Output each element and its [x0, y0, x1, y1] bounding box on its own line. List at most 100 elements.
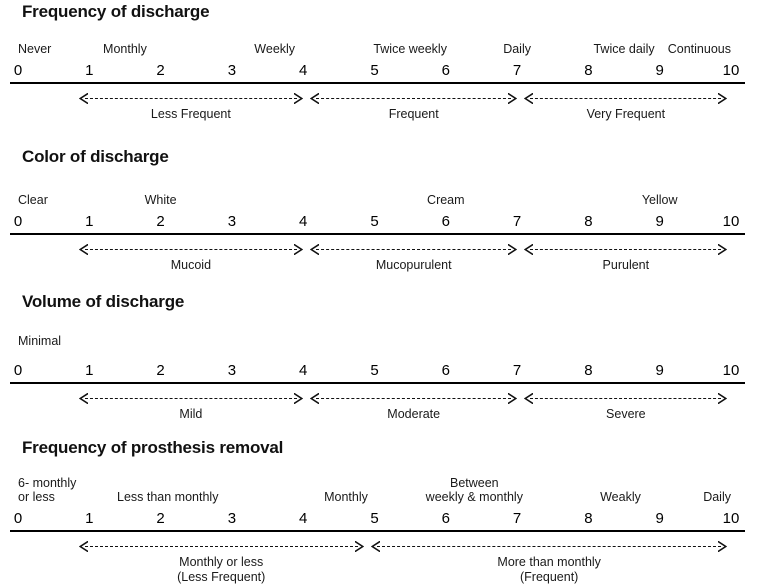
tick-label-0[interactable]: 0 [13, 510, 23, 527]
arrow-right-head-icon [718, 93, 728, 104]
tick-label-4[interactable]: 4 [299, 213, 308, 230]
tick-label-5[interactable]: 5 [370, 362, 379, 379]
anchor-label: Weekly [254, 42, 296, 56]
tick-label-2[interactable]: 2 [156, 510, 165, 527]
tick-label-8[interactable]: 8 [584, 510, 593, 527]
tick-label-1[interactable]: 1 [85, 510, 94, 527]
range-arrow [310, 92, 518, 104]
axis-line [10, 382, 745, 384]
tick-label-7[interactable]: 7 [512, 362, 522, 379]
anchor-label: Cream [427, 193, 465, 207]
tick-label-8[interactable]: 8 [584, 213, 593, 230]
range-arrow [78, 540, 364, 552]
tick-label-6[interactable]: 6 [441, 510, 450, 527]
tick-label-10[interactable]: 10 [722, 213, 740, 230]
tick-label-0[interactable]: 0 [13, 362, 23, 379]
tick-label-1[interactable]: 1 [85, 362, 94, 379]
tick-label-2[interactable]: 2 [156, 362, 165, 379]
range-label: Moderate [387, 407, 441, 421]
tick-label-7[interactable]: 7 [512, 510, 522, 527]
arrow-left-head-icon [524, 244, 534, 255]
range-label: Mild [179, 407, 203, 421]
anchor-label: Daily [503, 42, 531, 56]
tick-label-1[interactable]: 1 [85, 62, 94, 79]
tick-label-8[interactable]: 8 [584, 62, 593, 79]
tick-label-3[interactable]: 3 [227, 213, 237, 230]
tick-label-8[interactable]: 8 [584, 362, 593, 379]
tick-label-9[interactable]: 9 [655, 510, 664, 527]
tick-label-0[interactable]: 0 [13, 62, 23, 79]
arrow-left-head-icon [78, 93, 88, 104]
arrow-right-head-icon [718, 541, 728, 552]
section-title: Frequency of prosthesis removal [22, 438, 284, 457]
tick-label-5[interactable]: 5 [370, 213, 379, 230]
axis-line [10, 82, 745, 84]
anchor-label: Clear [18, 193, 48, 207]
tick-label-10[interactable]: 10 [722, 510, 740, 527]
tick-label-2[interactable]: 2 [156, 62, 165, 79]
section-title: Color of discharge [22, 147, 169, 166]
arrow-left-head-icon [78, 541, 88, 552]
arrow-left-head-icon [310, 244, 320, 255]
tick-label-7[interactable]: 7 [512, 62, 522, 79]
arrow-shaft [84, 398, 298, 399]
tick-label-4[interactable]: 4 [299, 510, 308, 527]
tick-label-7[interactable]: 7 [512, 213, 522, 230]
tick-label-4[interactable]: 4 [299, 362, 308, 379]
tick-label-10[interactable]: 10 [722, 362, 740, 379]
arrow-shaft [530, 98, 722, 99]
tick-label-row: 0 1 2 3 4 5 6 7 8 9 10 [0, 213, 759, 233]
tick-label-5[interactable]: 5 [370, 510, 379, 527]
axis-line [10, 530, 745, 532]
arrow-right-head-icon [508, 393, 518, 404]
arrow-shaft [84, 98, 298, 99]
section-title: Volume of discharge [22, 292, 185, 311]
axis-line [10, 233, 745, 235]
arrow-right-head-icon [718, 393, 728, 404]
range-arrow [78, 92, 304, 104]
range-label: Monthly or less (Less Frequent) [177, 555, 266, 584]
arrow-shaft [316, 249, 512, 250]
range-arrow [524, 92, 728, 104]
tick-label-0[interactable]: 0 [13, 213, 23, 230]
tick-label-9[interactable]: 9 [655, 362, 664, 379]
tick-label-3[interactable]: 3 [227, 510, 237, 527]
range-label: Purulent [602, 258, 650, 272]
tick-label-3[interactable]: 3 [227, 62, 237, 79]
range-arrow-row [0, 392, 759, 408]
anchor-label: Never [18, 42, 52, 56]
tick-label-10[interactable]: 10 [722, 62, 740, 79]
range-arrow-row [0, 92, 759, 108]
range-label: Mucopurulent [375, 258, 452, 272]
arrow-shaft [316, 398, 512, 399]
range-arrow [78, 243, 304, 255]
arrow-shaft [84, 546, 358, 547]
arrow-left-head-icon [524, 93, 534, 104]
range-arrow [524, 243, 728, 255]
arrow-right-head-icon [508, 244, 518, 255]
tick-label-9[interactable]: 9 [655, 62, 664, 79]
range-label: Severe [606, 407, 646, 421]
tick-label-9[interactable]: 9 [655, 213, 664, 230]
anchor-label: Twice weekly [373, 42, 447, 56]
arrow-left-head-icon [524, 393, 534, 404]
arrow-shaft [376, 546, 722, 547]
tick-label-6[interactable]: 6 [441, 213, 450, 230]
arrow-shaft [316, 98, 512, 99]
range-label: More than monthly (Frequent) [497, 555, 601, 584]
range-arrow-row [0, 243, 759, 259]
tick-label-row: 0 1 2 3 4 5 6 7 8 9 10 [0, 510, 759, 530]
tick-label-2[interactable]: 2 [156, 213, 165, 230]
tick-label-1[interactable]: 1 [85, 213, 94, 230]
tick-label-3[interactable]: 3 [227, 362, 237, 379]
anchor-label: Less than monthly [116, 490, 219, 504]
tick-label-4[interactable]: 4 [299, 62, 308, 79]
tick-label-5[interactable]: 5 [370, 62, 379, 79]
tick-label-6[interactable]: 6 [441, 62, 450, 79]
tick-label-row: 0 1 2 3 4 5 6 7 8 9 10 [0, 62, 759, 82]
arrow-left-head-icon [310, 393, 320, 404]
range-label: Frequent [388, 107, 439, 121]
anchor-label: Between weekly & monthly [425, 476, 523, 504]
tick-label-6[interactable]: 6 [441, 362, 450, 379]
